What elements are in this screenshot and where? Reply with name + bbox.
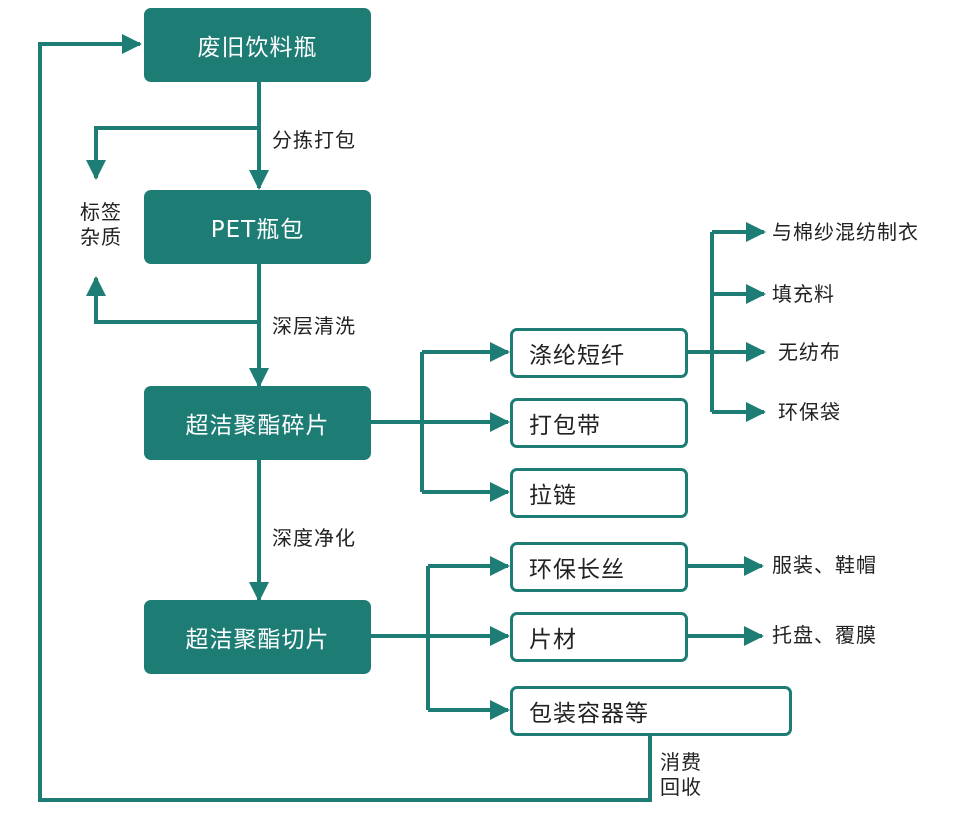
- node-sheet: 片材: [510, 612, 688, 662]
- edge-label-deep-wash: 深层清洗: [272, 314, 356, 338]
- edge-label-deep-purify: 深度净化: [272, 526, 356, 550]
- node-pet-bale: PET瓶包: [144, 190, 371, 264]
- sheet-output: 托盘、覆膜: [772, 623, 877, 647]
- fiber-output-2: 填充料: [772, 282, 835, 306]
- node-packaging: 包装容器等: [510, 686, 792, 736]
- node-waste-bottle: 废旧饮料瓶: [144, 8, 371, 82]
- fiber-output-1: 与棉纱混纺制衣: [772, 220, 919, 244]
- node-flakes: 超洁聚酯碎片: [144, 386, 371, 460]
- arrow-to-impurities-bottom: [86, 276, 259, 324]
- node-zipper: 拉链: [510, 468, 688, 518]
- fiber-output-4: 环保袋: [778, 400, 841, 424]
- edge-label-consumer-recycle: 消费 回收: [660, 750, 702, 799]
- edge-label-sort-bale: 分拣打包: [272, 128, 356, 152]
- arrow-to-impurities-top: [86, 126, 259, 180]
- arrow-recycle-loop: [38, 34, 652, 802]
- edge-label-impurities: 标签 杂质: [80, 200, 122, 249]
- node-strapping: 打包带: [510, 398, 688, 448]
- node-staple-fiber: 涤纶短纤: [510, 328, 688, 378]
- node-chips: 超洁聚酯切片: [144, 600, 371, 674]
- node-filament: 环保长丝: [510, 542, 688, 592]
- filament-output: 服装、鞋帽: [772, 553, 877, 577]
- fiber-output-3: 无纺布: [778, 340, 841, 364]
